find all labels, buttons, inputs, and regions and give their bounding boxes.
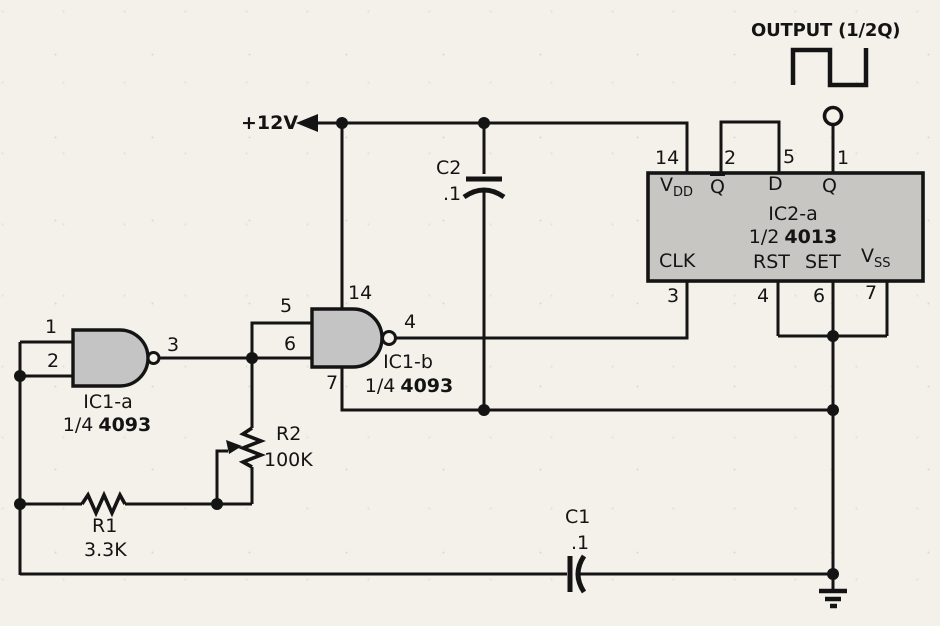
ic1b-inverter-bubble	[381, 330, 397, 346]
r2-wiper-wire	[215, 449, 228, 504]
ic2-rst-label: RST	[753, 251, 790, 273]
ic1a-pin2-number: 2	[47, 350, 60, 372]
junction-dot	[246, 352, 258, 364]
ic2-vdd-label: VDD	[660, 174, 693, 199]
ic2-pin4-number: 4	[757, 285, 770, 307]
ic1a-fraction: 1/4	[62, 414, 94, 436]
ic1a-name-label: IC1-a	[83, 391, 133, 413]
junction-dot	[14, 370, 26, 382]
ic1b-pin14-number: 14	[348, 282, 373, 304]
junction-dot	[478, 404, 490, 416]
ic1a-pin1-number: 1	[45, 316, 58, 338]
ic1a-pin3-number: 3	[167, 334, 180, 356]
ic2-part-number: 4013	[784, 226, 838, 248]
ic2-qbar-label: Q	[710, 176, 725, 198]
r2-wiper-arrow-icon	[226, 440, 242, 454]
ic1b-pin5-number: 5	[280, 295, 293, 317]
power-label: +12V	[241, 112, 299, 134]
junction-dots	[14, 117, 839, 580]
r2-ref-label: R2	[276, 423, 302, 445]
junction-dot	[827, 404, 839, 416]
c1-ref-label: C1	[565, 506, 591, 528]
ic1a-nand-gate-body	[71, 328, 150, 388]
ic2-vdd-base: V	[660, 174, 673, 196]
r1-resistor-zigzag	[80, 490, 127, 518]
ic2-d-label: D	[768, 173, 783, 195]
power-arrow-icon	[296, 114, 318, 132]
c2-ref-label: C2	[436, 157, 462, 179]
c2-value-label: .1	[443, 183, 462, 205]
ic1b-pin6-number: 6	[284, 333, 297, 355]
ic2-pin14-number: 14	[655, 147, 680, 169]
r2-resistor-zigzag	[238, 426, 266, 469]
ic2-q-label: Q	[822, 175, 837, 197]
square-wave-icon	[790, 47, 869, 88]
r1-value-label: 3.3K	[84, 539, 127, 561]
ic2-clk-label: CLK	[659, 250, 696, 272]
junction-dot	[211, 498, 223, 510]
ic2-pin5-number: 5	[783, 146, 796, 168]
junction-dot	[827, 568, 839, 580]
ic1b-vss-wire	[340, 367, 833, 412]
junction-dot	[827, 330, 839, 342]
r2-value-label: 100K	[264, 449, 313, 471]
junction-dot	[336, 117, 348, 129]
ic1b-output-to-clk-wire	[396, 281, 689, 340]
ic2-pin2-number: 2	[724, 147, 737, 169]
ic1b-pin7-number: 7	[326, 372, 339, 394]
qbar-to-d-loop-wire	[719, 120, 781, 173]
ic1b-part-number: 4093	[400, 375, 454, 397]
ic1a-part-number: 4093	[98, 414, 152, 436]
ic2-set-label: SET	[805, 251, 841, 273]
ic1b-input5-wire	[250, 321, 312, 358]
ic2-fraction: 1/2	[748, 226, 780, 248]
ic1b-nand-gate-body	[310, 307, 384, 369]
ic2-vdd-sub: DD	[673, 184, 694, 200]
ic1b-name-label: IC1-b	[383, 351, 433, 373]
ic2-pin3-number: 3	[667, 285, 680, 307]
junction-dot	[478, 117, 490, 129]
ic2-body	[646, 171, 925, 283]
ic2-qbar-base: Q	[710, 176, 725, 198]
power-rail-wire	[306, 121, 689, 173]
ic2-name-label: IC2-a	[768, 203, 818, 225]
ic2-vss-base: V	[861, 245, 874, 267]
ic2-pin1-number: 1	[837, 147, 850, 169]
c1-value-label: .1	[571, 532, 590, 554]
junction-dot	[14, 498, 26, 510]
ic2-pin6-number: 6	[813, 285, 826, 307]
r1-ref-label: R1	[92, 515, 118, 537]
ic2-pin7-number: 7	[865, 282, 878, 304]
output-label: OUTPUT (1/2Q)	[751, 20, 901, 41]
ic1b-fraction: 1/4	[364, 375, 396, 397]
ic2-vss-label: VSS	[861, 245, 891, 270]
q-output-terminal	[822, 105, 844, 127]
ic1a-inverter-bubble	[146, 351, 161, 365]
ic2-vss-sub: SS	[874, 255, 891, 271]
ic1b-pin4-number: 4	[404, 311, 417, 333]
ground-symbol-icon	[819, 588, 847, 609]
